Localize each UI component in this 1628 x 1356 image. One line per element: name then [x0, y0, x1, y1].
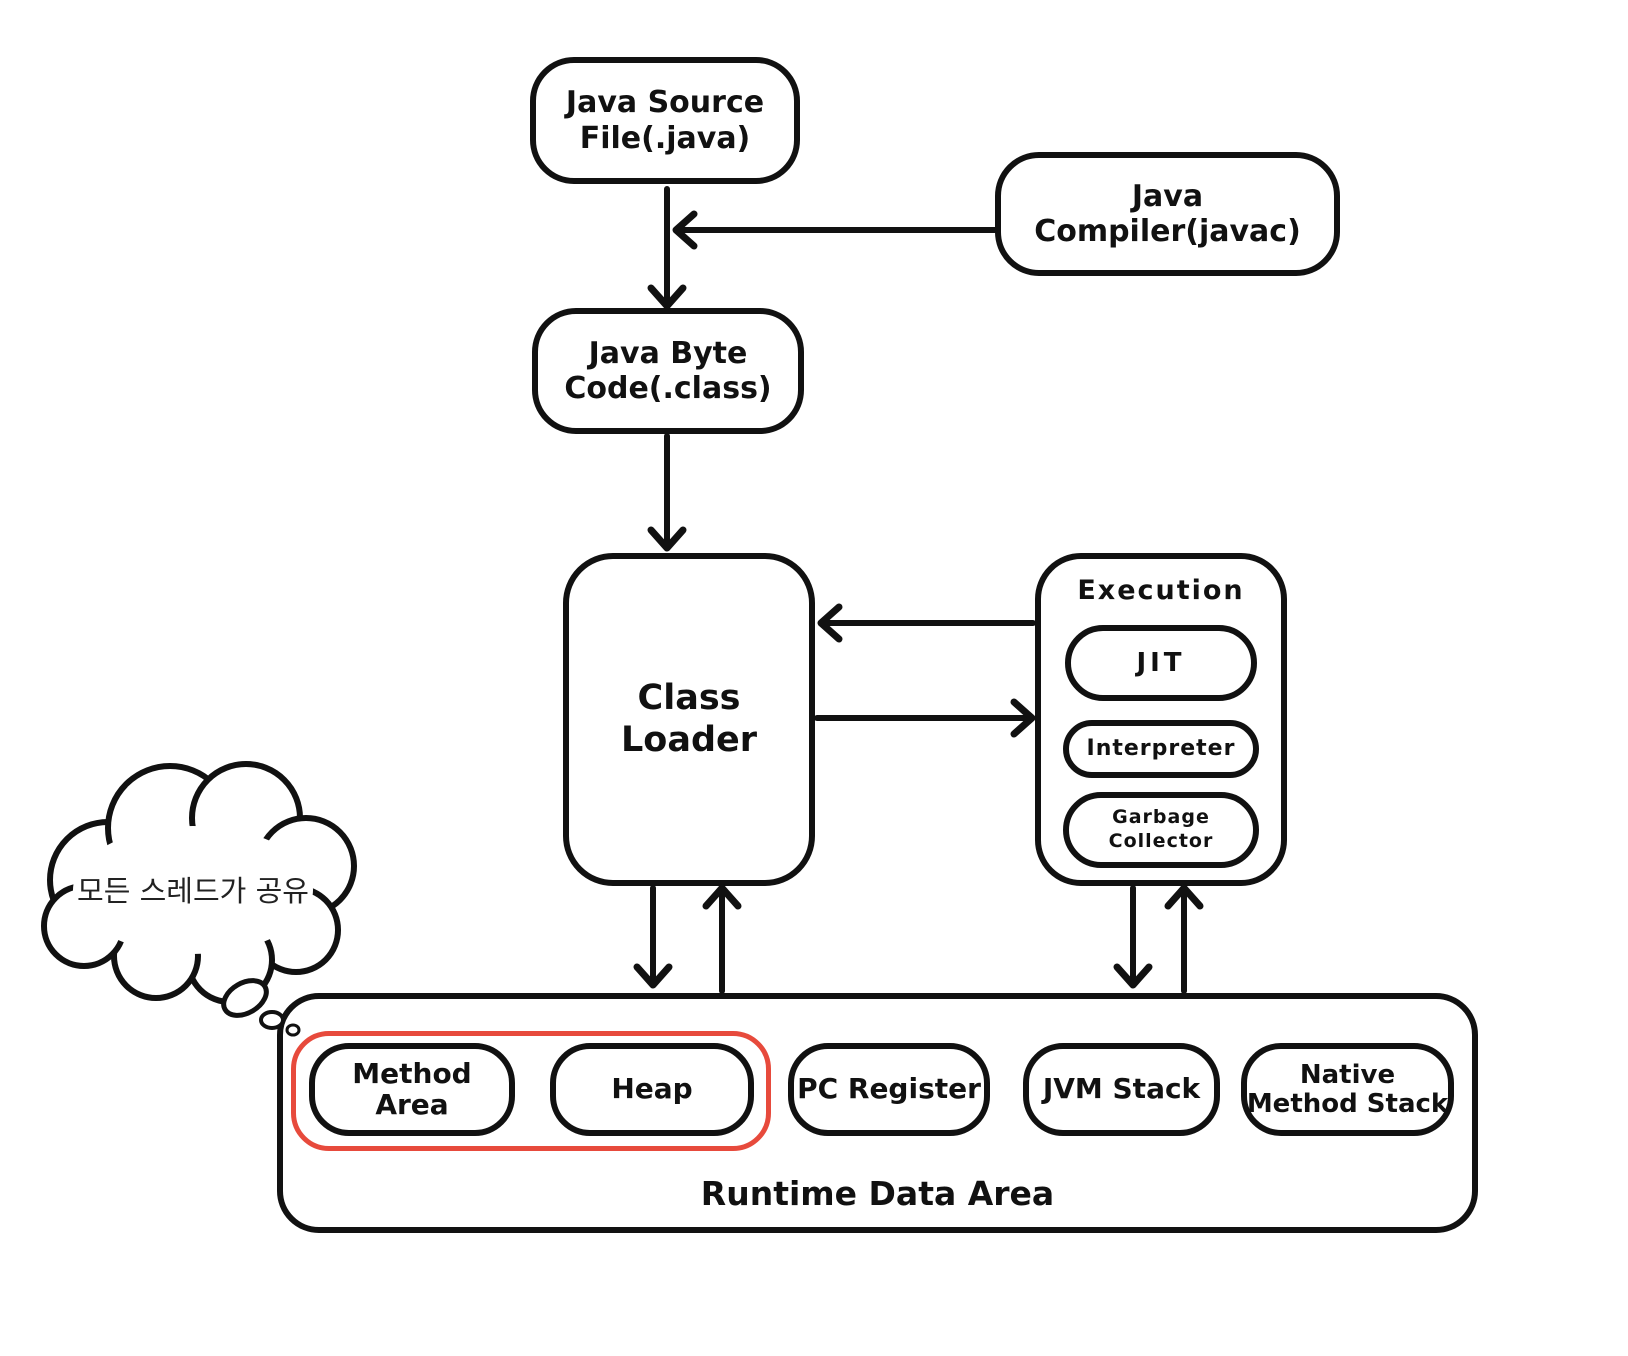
node-java-byte-code: Java Byte Code(.class) [532, 308, 804, 434]
arrow-source-to-bytecode-head [647, 284, 687, 310]
node-jit: JIT [1065, 625, 1257, 701]
arrow-execution-to-classloader-head [817, 603, 843, 643]
java-byte-code-label-line1: Java Byte [588, 335, 748, 371]
jvm-stack-label: JVM Stack [1042, 1072, 1201, 1106]
java-source-file-label-line2: File(.java) [579, 120, 751, 156]
pc-register-label: PC Register [797, 1072, 981, 1106]
heap-label: Heap [611, 1072, 693, 1106]
native-method-stack-label-line1: Native [1299, 1059, 1396, 1090]
arrow-compiler-to-source-head [672, 210, 698, 250]
thought-cloud [41, 761, 357, 1005]
node-jvm-stack: JVM Stack [1023, 1043, 1220, 1136]
node-pc-register: PC Register [788, 1043, 990, 1136]
garbage-collector-label-line2: Collector [1108, 830, 1214, 852]
arrow-execution-to-runtime-head [1113, 963, 1153, 989]
node-heap: Heap [550, 1043, 754, 1136]
node-method-area: Method Area [309, 1043, 515, 1136]
cloud-note-text: 모든 스레드가 공유 [77, 874, 309, 908]
node-garbage-collector: Garbage Collector [1063, 792, 1259, 868]
arrow-classloader-to-runtime-head [633, 963, 673, 989]
method-area-label: Method Area [352, 1056, 472, 1121]
node-java-source-file: Java Source File(.java) [530, 57, 800, 184]
java-compiler-label: Java Compiler(javac) [1034, 178, 1301, 249]
thread-shared-highlight-outline [291, 1031, 771, 1151]
runtime-data-area-label: Runtime Data Area [700, 1174, 1055, 1213]
class-loader-label: Class Loader [620, 678, 758, 760]
jit-label: JIT [1136, 647, 1186, 678]
arrow-classloader-to-execution-head [1010, 698, 1036, 738]
java-source-file-label-line1: Java Source [565, 85, 765, 121]
node-interpreter: Interpreter [1063, 720, 1259, 778]
arrow-bytecode-to-classloader-head [647, 526, 687, 552]
garbage-collector-label-line1: Garbage [1112, 806, 1210, 829]
node-native-method-stack: Native Method Stack [1241, 1043, 1454, 1136]
node-java-compiler: Java Compiler(javac) [995, 152, 1340, 276]
node-class-loader: Class Loader [563, 553, 815, 886]
native-method-stack-label-line2: Method Stack [1246, 1088, 1449, 1119]
arrow-runtime-to-classloader-head [702, 884, 742, 910]
node-execution: Execution JIT Interpreter Garbage Collec… [1035, 553, 1287, 886]
interpreter-label: Interpreter [1086, 736, 1236, 762]
node-runtime-data-area: Method Area Heap PC Register JVM Stack N… [277, 993, 1478, 1233]
arrow-runtime-to-execution-head [1164, 884, 1204, 910]
execution-title: Execution [1077, 575, 1245, 606]
java-byte-code-label-line2: Code(.class) [564, 371, 772, 406]
